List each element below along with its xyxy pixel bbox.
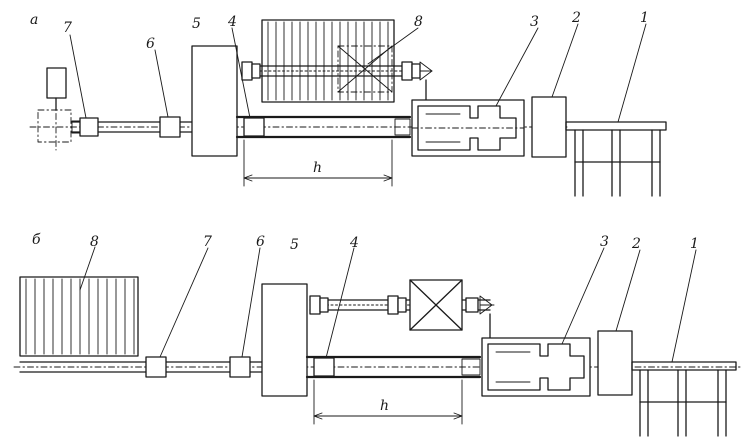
- label-7-a: 7: [63, 20, 72, 36]
- leader-8-a: [367, 27, 419, 65]
- panel-a: a 7 6 5: [29, 10, 667, 197]
- label-4-a: 4: [227, 14, 237, 30]
- table-1-a: [565, 121, 667, 197]
- radiator-8-b: [19, 276, 139, 357]
- radiator-8-a: [261, 19, 395, 103]
- leader-7-a: [69, 34, 87, 119]
- lower-tube-a: [235, 115, 412, 139]
- label-6-a: 6: [146, 36, 155, 52]
- block-6-a: [159, 116, 181, 138]
- leader-3-a: [495, 27, 539, 107]
- leader-3-b: [561, 247, 605, 345]
- label-8-a: 8: [414, 14, 423, 30]
- label-3-b: 3: [600, 234, 609, 250]
- label-2-b: 2: [631, 236, 641, 252]
- leader-2-a: [551, 23, 579, 98]
- frame-5-b: [261, 283, 308, 397]
- leader-6-a: [154, 49, 169, 118]
- dimension-h-a-label: h: [313, 160, 322, 176]
- label-5-a: 5: [192, 16, 201, 32]
- panel-b: б 8 7 6 5: [13, 232, 741, 437]
- dimension-h-a: h: [243, 139, 393, 187]
- label-1-b: 1: [690, 236, 699, 252]
- label-8-b: 8: [90, 234, 99, 250]
- coupling-7-b: [145, 356, 167, 378]
- label-1-a: 1: [640, 10, 649, 26]
- block-2-b: [597, 330, 633, 396]
- label-4-b: 4: [349, 235, 359, 251]
- upper-shaft-b: [309, 279, 495, 341]
- leader-4-b: [325, 247, 355, 359]
- label-3-a: 3: [530, 14, 539, 30]
- dimension-h-b-label: h: [380, 398, 389, 414]
- dimension-h-b: h: [313, 379, 463, 425]
- label-5-b: 5: [290, 237, 299, 253]
- lower-tube-b: [305, 355, 482, 379]
- block-6-b: [229, 356, 251, 378]
- mechanism-3-b: [481, 337, 591, 397]
- frame-5-a: [191, 45, 238, 157]
- leader-8-b: [79, 246, 96, 291]
- upper-shaft-a: [241, 61, 433, 101]
- leader-7-b: [159, 247, 209, 358]
- label-2-a: 2: [571, 10, 581, 26]
- coupling-7-a: [71, 117, 99, 137]
- leader-1-a: [617, 23, 647, 123]
- panel-b-letter: б: [32, 232, 41, 248]
- table-1-b: [631, 361, 737, 437]
- leader-1-b: [671, 249, 697, 363]
- label-6-b: 6: [256, 234, 265, 250]
- main-shaft-b: [13, 361, 741, 373]
- leader-2-b: [615, 249, 641, 332]
- block-2-a: [531, 96, 567, 158]
- drive-motor-a: [37, 67, 72, 151]
- mechanism-3-a: [411, 99, 525, 157]
- label-7-b: 7: [203, 234, 212, 250]
- leader-4-a: [231, 27, 251, 119]
- leader-6-b: [241, 247, 261, 358]
- panel-a-letter: a: [30, 12, 38, 28]
